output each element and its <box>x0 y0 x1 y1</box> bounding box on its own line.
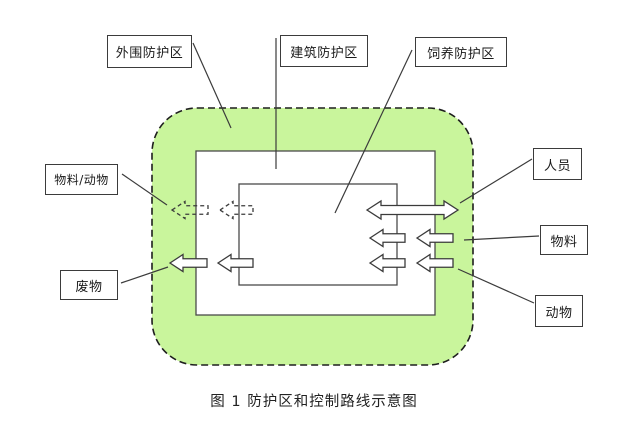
arrow-waste-outer-icon <box>168 253 208 273</box>
arrow-material-outer-icon <box>415 228 454 248</box>
label-box-personnel: 人员 <box>533 148 582 180</box>
label-box-building-zone: 建筑防护区 <box>280 35 368 67</box>
figure-caption: 图 1 防护区和控制路线示意图 <box>210 394 418 410</box>
arrow-personnel-bidirectional-icon <box>365 199 460 221</box>
leader-line-outer-zone <box>192 42 232 129</box>
label-box-material-in: 物料 <box>540 225 588 255</box>
label-box-feeding-zone: 饲养防护区 <box>415 37 507 67</box>
leader-line-material-animal-in <box>121 173 168 206</box>
label-box-animal-in: 动物 <box>535 295 583 327</box>
label-box-outer-zone: 外围防护区 <box>107 35 192 68</box>
leader-line-material-in <box>463 235 540 241</box>
leader-line-feeding-zone <box>334 49 413 214</box>
leader-line-personnel <box>459 158 533 204</box>
arrow-animal-outer-icon <box>415 253 454 273</box>
arrow-material-inner-icon <box>368 228 406 248</box>
dashed-arrow-material-animal-outer-icon <box>170 200 209 220</box>
label-box-waste-out: 废物 <box>60 270 118 300</box>
feeding-zone-area <box>238 183 398 286</box>
leader-line-animal-in <box>457 268 535 304</box>
arrow-waste-inner-icon <box>216 253 254 273</box>
label-box-material-animal-in: 物料/动物 <box>45 164 118 195</box>
leader-line-waste-out <box>120 266 169 284</box>
arrow-animal-inner-icon <box>368 253 406 273</box>
dashed-arrow-material-animal-inner-icon <box>218 200 254 220</box>
